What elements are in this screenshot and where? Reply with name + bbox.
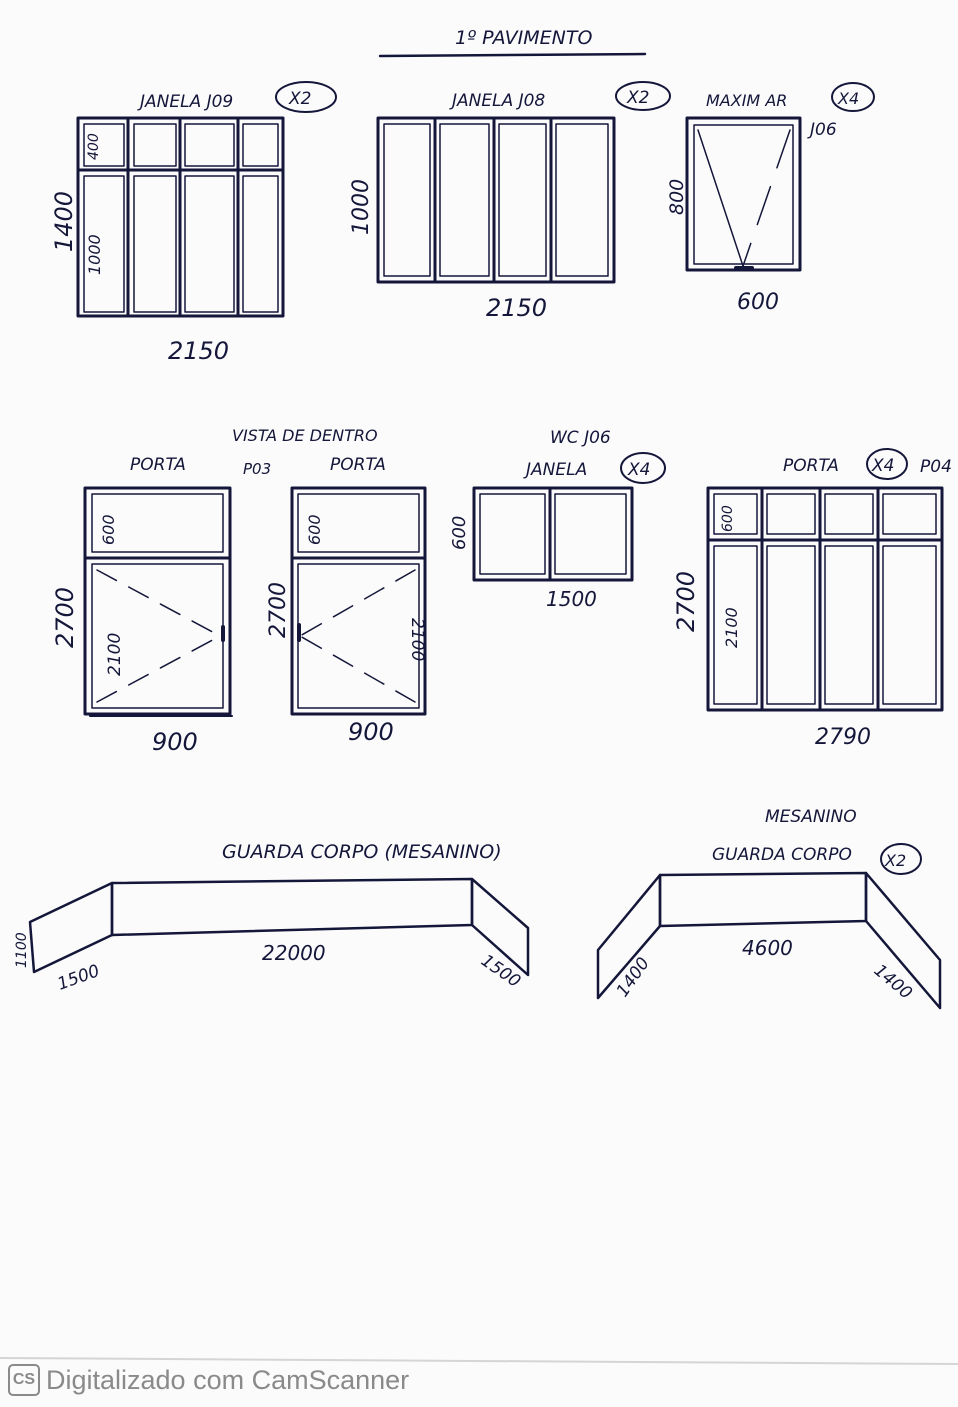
j08-height: 1000 xyxy=(349,179,374,235)
doors-caption: VISTA DE DENTRO xyxy=(232,426,378,445)
wc-width: 1500 xyxy=(546,587,597,611)
guarda2-label: GUARDA CORPO xyxy=(712,845,852,865)
guarda1-height: 1100 xyxy=(14,932,30,968)
title-underline xyxy=(378,52,647,58)
j08-label: JANELA J08 xyxy=(449,91,545,111)
maxim-qty: X4 xyxy=(837,89,859,108)
p04-height: 2700 xyxy=(672,571,700,632)
door-right-top: 600 xyxy=(305,514,324,545)
door-right-leaf: 2100 xyxy=(407,618,427,661)
wc-qty-circle xyxy=(620,452,666,484)
guarda2-left-panel xyxy=(596,873,662,1000)
p04-label: PORTA xyxy=(783,456,839,476)
window-wc-j06: WC J06 JANELA X4 600 1500 xyxy=(449,428,666,611)
wc-qty: X4 xyxy=(627,460,650,480)
guarda1-center-panel xyxy=(110,877,474,937)
j09-height-bottom: 1000 xyxy=(85,234,104,275)
p04-qty: X4 xyxy=(871,456,894,476)
door-right-label: PORTA xyxy=(330,455,386,475)
guarda2-right: 1400 xyxy=(870,961,916,1004)
page-edge xyxy=(0,1357,958,1365)
guarda1-right: 1500 xyxy=(477,951,524,992)
door-right-frame xyxy=(290,486,427,716)
p04-width: 2790 xyxy=(815,725,871,750)
door-p04: PORTA X4 P04 2700 600 2100 2790 xyxy=(672,448,952,750)
p04-code: P04 xyxy=(920,457,952,477)
railing-mezzanine: GUARDA CORPO (MESANINO) 1100 1500 22000 … xyxy=(14,841,530,995)
guarda1-left: 1500 xyxy=(55,961,102,995)
p04-qty-circle xyxy=(866,448,908,480)
watermark-text: Digitalizado com CamScanner xyxy=(46,1364,410,1395)
door-right-height: 2700 xyxy=(266,582,291,638)
door-left-leaf: 2100 xyxy=(105,633,125,676)
maxim-width: 600 xyxy=(737,290,779,315)
door-left-frame xyxy=(83,486,232,716)
j09-qty-circle xyxy=(275,81,337,113)
guarda2-right-panel xyxy=(864,871,942,1010)
door-left-label: PORTA xyxy=(130,455,186,475)
p04-frame xyxy=(706,486,944,712)
wc-label-top: WC J06 xyxy=(550,428,611,448)
doors-p03: VISTA DE DENTRO PORTA P03 PORTA 2700 600… xyxy=(51,426,427,756)
door-left-height: 2700 xyxy=(51,587,79,648)
j08-width: 2150 xyxy=(486,294,547,322)
guarda2-center-panel xyxy=(658,871,868,928)
j09-width: 2150 xyxy=(168,337,229,365)
maxim-qty-circle xyxy=(831,82,875,112)
guarda2-label-top: MESANINO xyxy=(765,807,857,827)
maxim-label: MAXIM AR xyxy=(706,91,787,110)
guarda1-left-panel xyxy=(28,881,114,974)
wc-label: JANELA xyxy=(523,460,587,480)
j08-qty: X2 xyxy=(626,88,649,108)
guarda2-left: 1400 xyxy=(613,954,654,1001)
door-right-width: 900 xyxy=(348,718,394,746)
scanner-watermark: CS Digitalizado com CamScanner xyxy=(8,1362,409,1398)
window-j08: JANELA J08 X2 1000 2150 xyxy=(349,81,671,322)
door-left-width: 900 xyxy=(152,728,198,756)
maxim-height: 800 xyxy=(666,179,688,215)
j09-height-total: 1400 xyxy=(50,191,78,252)
window-j09: JANELA J09 X2 1400 400 1000 2150 xyxy=(50,81,337,365)
j09-label: JANELA J09 xyxy=(137,92,233,112)
guarda2-center: 4600 xyxy=(742,936,793,960)
door-left-top: 600 xyxy=(99,514,118,545)
j08-frame xyxy=(376,116,616,284)
doors-code: P03 xyxy=(243,460,271,478)
guarda1-center: 22000 xyxy=(262,941,326,965)
j09-height-top: 400 xyxy=(86,133,102,160)
guarda1-label: GUARDA CORPO (MESANINO) xyxy=(222,841,502,863)
camscanner-logo: CS xyxy=(8,1364,40,1396)
wc-height: 600 xyxy=(449,516,470,550)
guarda2-qty: X2 xyxy=(884,851,906,870)
guarda1-right-panel xyxy=(470,877,530,977)
guarda2-qty-circle xyxy=(880,843,922,875)
p04-bottom: 2100 xyxy=(722,607,741,648)
page-title: 1º PAVIMENTO xyxy=(455,27,592,49)
j08-qty-circle xyxy=(615,81,671,111)
window-maxim-ar: MAXIM AR X4 J06 800 600 xyxy=(666,82,875,315)
railing-mezzanine-x2: MESANINO GUARDA CORPO X2 1400 4600 1400 xyxy=(596,807,942,1010)
maxim-frame xyxy=(685,116,802,272)
maxim-code: J06 xyxy=(807,120,837,140)
wc-frame xyxy=(472,486,634,582)
p04-top: 600 xyxy=(720,505,736,532)
j09-qty: X2 xyxy=(288,89,311,109)
